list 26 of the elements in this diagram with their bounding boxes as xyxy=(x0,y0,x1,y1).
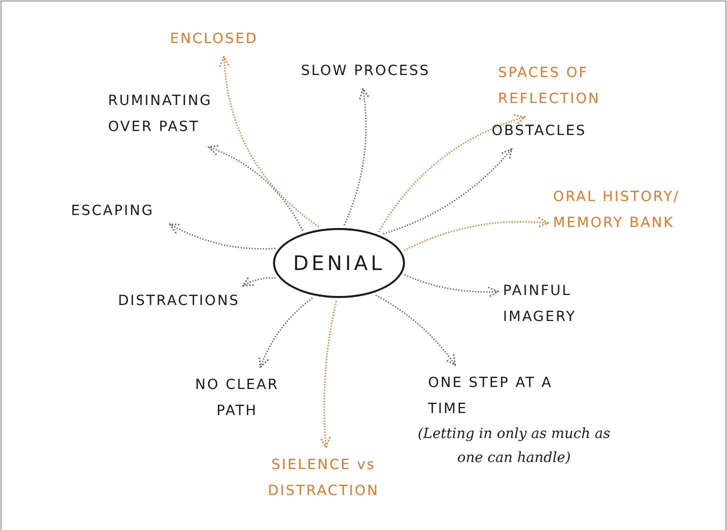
topic-label: SPACES OF REFLECTION xyxy=(498,60,630,112)
topic-label: OBSTACLES xyxy=(484,118,594,144)
topic-label: RUMINATING OVER PAST xyxy=(108,88,238,142)
topic-label: ONE STEP AT A TIME xyxy=(428,370,553,422)
dotted-arrow xyxy=(344,88,370,226)
topic-label: PAINFUL IMAGERY xyxy=(503,278,631,330)
topic-label: DISTRACTIONS xyxy=(118,288,238,314)
dotted-arrow xyxy=(169,223,276,250)
dotted-arrow xyxy=(258,298,313,368)
dotted-arrow xyxy=(208,145,304,232)
dotted-arrow xyxy=(242,276,276,286)
topic-label: ESCAPING xyxy=(60,198,165,224)
topic-label: ORAL HISTORY/ MEMORY BANK xyxy=(553,184,681,236)
note-text: (Letting in only as much as one can handle) xyxy=(416,425,612,468)
topic-label: SLOW PROCESS xyxy=(298,58,433,84)
dotted-arrow xyxy=(378,114,526,232)
topic-label: ENCLOSED xyxy=(168,26,260,52)
dotted-arrow xyxy=(382,148,512,234)
topic-label: SIELENCE vs DISTRACTION xyxy=(266,452,381,512)
dotted-arrow xyxy=(404,216,549,252)
denial-ellipse: DENIAL xyxy=(273,228,405,298)
dotted-arrow xyxy=(375,294,456,366)
dotted-arrow xyxy=(404,274,499,298)
dotted-arrow xyxy=(320,300,337,448)
topic-label: NO CLEAR PATH xyxy=(192,372,282,424)
dotted-arrow xyxy=(219,56,320,228)
